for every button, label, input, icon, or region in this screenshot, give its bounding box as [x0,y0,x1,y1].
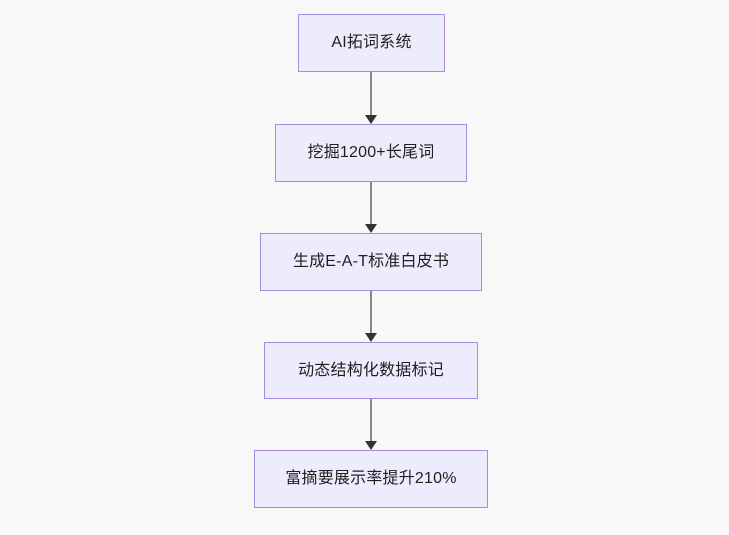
flow-connector-arrow-2 [362,182,380,233]
flow-node-generate-eat-whitepaper[interactable]: 生成E-A-T标准白皮书 [260,233,482,291]
flow-connector-arrow-4 [362,399,380,450]
connector-line [370,182,372,225]
flow-node-rich-snippet-rate-increase[interactable]: 富摘要展示率提升210% [254,450,488,508]
flow-node-ai-keyword-system[interactable]: AI拓词系统 [298,14,445,72]
connector-line [370,399,372,442]
arrow-down-icon [365,115,377,124]
flow-node-dynamic-structured-data-markup[interactable]: 动态结构化数据标记 [264,342,478,399]
connector-line [370,72,372,116]
flow-node-label: 动态结构化数据标记 [298,361,444,379]
flow-node-label: 富摘要展示率提升210% [285,470,457,488]
flow-node-label: 生成E-A-T标准白皮书 [292,253,450,271]
flow-node-mine-longtail-keywords[interactable]: 挖掘1200+长尾词 [275,124,467,182]
connector-line [370,291,372,334]
flow-node-label: AI拓词系统 [331,34,412,52]
flow-connector-arrow-3 [362,291,380,342]
arrow-down-icon [365,333,377,342]
arrow-down-icon [365,224,377,233]
arrow-down-icon [365,441,377,450]
flow-node-label: 挖掘1200+长尾词 [307,144,435,162]
flow-connector-arrow-1 [362,72,380,124]
